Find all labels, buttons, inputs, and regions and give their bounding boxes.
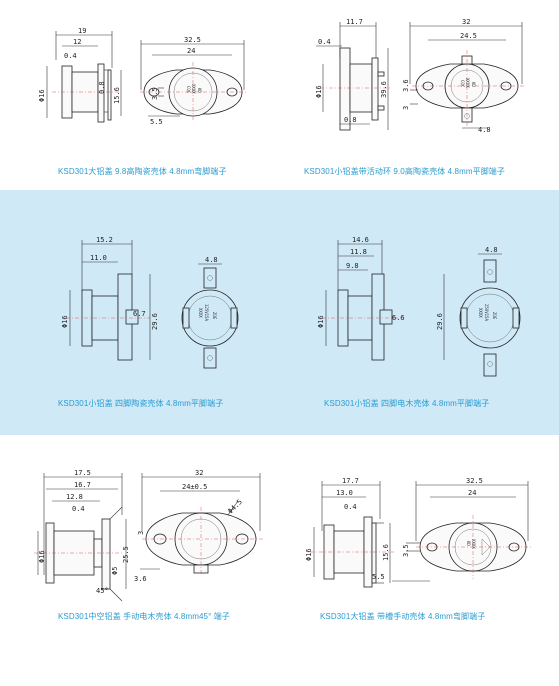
dim-32-5: 32.5 — [184, 36, 201, 44]
drawing-item-3: 15.2 11.0 Φ16 6.7 29.6 4.8 XXXX 125V15A … — [0, 190, 280, 435]
dim-14-6: 14.6 — [352, 236, 369, 244]
dim-0-8: 0.8 — [98, 81, 106, 94]
dim-19: 19 — [78, 27, 86, 35]
dim-13-0: 13.0 — [336, 489, 353, 497]
dim-4-8: 4.8 — [485, 246, 498, 254]
dim-3: 3 — [402, 106, 410, 110]
marking-1: CQC — [460, 80, 465, 88]
drawing-item-4: 14.6 11.8 9.8 Φ16 6.6 29.6 4.8 XXXX 250V… — [280, 190, 559, 435]
dim-3-6: 3.6 — [402, 79, 410, 92]
marking-2: 250V15A — [484, 304, 489, 321]
dim-phi4-5: Φ4.5 — [226, 498, 244, 516]
marking-1: XXXX — [478, 308, 483, 318]
technical-drawing-1: 19 12 0.4 Φ16 0.8 15.6 32.5 24 CQC XXXX … — [38, 27, 248, 126]
dim-24: 24±0.5 — [182, 483, 207, 491]
drawing-item-2: 11.7 0.4 Φ16 39.6 0.8 32 24.5 CQC XXXX — [280, 0, 559, 190]
dim-11-7: 11.7 — [346, 18, 363, 26]
dim-phi16: Φ16 — [305, 548, 313, 561]
dim-29-6: 29.6 — [151, 313, 159, 330]
dim-12-8: 12.8 — [66, 493, 83, 501]
drawing-item-5: 17.5 16.7 12.8 0.4 Φ16 Φ5 25.5 45° 32 24… — [0, 435, 280, 686]
drawing-item-1: 19 12 0.4 Φ16 0.8 15.6 32.5 24 CQC XXXX … — [0, 0, 280, 190]
marking-2: 125V15A — [204, 304, 209, 321]
dim-3-5: 3.5 — [402, 544, 410, 557]
marking-1: CQC — [186, 86, 191, 94]
dim-0-4: 0.4 — [64, 52, 77, 60]
caption-6: KSD301大铝盖 带槽手动壳体 4.8mm弯脚端子 — [320, 612, 486, 621]
marking-3: ZOE — [492, 312, 497, 320]
dim-6-7: 6.7 — [133, 310, 146, 318]
caption-3: KSD301小铝盖 四脚陶瓷壳体 4.8mm平脚端子 — [58, 399, 224, 408]
dim-5-5: 5.5 — [372, 573, 385, 581]
dim-phi16: Φ16 — [38, 89, 46, 102]
dim-29-6: 29.6 — [436, 313, 444, 330]
dim-0-4: 0.4 — [318, 38, 331, 46]
dim-3-6: 3.6 — [134, 575, 147, 583]
dim-24-5: 24.5 — [460, 32, 477, 40]
dim-45deg: 45° — [96, 587, 109, 595]
caption-2: KSD301小铝盖带活动环 9.0高陶瓷壳体 4.8mm平脚端子 — [304, 167, 506, 176]
marking-3: KD — [197, 88, 202, 93]
dim-15-6: 15.6 — [113, 87, 121, 104]
dim-32: 32 — [195, 469, 203, 477]
dim-11-0: 11.0 — [90, 254, 107, 262]
dim-32-5: 32.5 — [466, 477, 483, 485]
dim-phi16: Φ16 — [38, 550, 46, 563]
caption-1: KSD301大铝盖 9.8高陶瓷壳体 4.8mm弯脚端子 — [58, 167, 227, 176]
dim-0-4: 0.4 — [72, 505, 85, 513]
dim-0-8: 0.8 — [344, 116, 357, 124]
dim-3-5: 3.5 — [151, 87, 159, 100]
drawing-item-6: 17.7 13.0 0.4 Φ16 15.6 32.5 24 KD XXXX — [280, 435, 559, 686]
dim-3: 3 — [137, 531, 145, 535]
dim-9-8: 9.8 — [346, 262, 359, 270]
dim-4-8: 4.8 — [205, 256, 218, 264]
dim-4-8: 4.8 — [478, 126, 491, 134]
marking-1: KD — [466, 541, 471, 546]
caption-4: KSD301小铝盖 四脚电木壳体 4.8mm平脚端子 — [324, 399, 490, 408]
dim-24: 24 — [468, 489, 476, 497]
dim-15-6: 15.6 — [382, 544, 390, 561]
marking-2: XXXX — [465, 78, 470, 88]
marking-2: XXXX — [191, 84, 196, 94]
dim-phi16: Φ16 — [61, 315, 69, 328]
marking-3: KD — [471, 82, 476, 87]
dim-15-2: 15.2 — [96, 236, 113, 244]
dim-phi16: Φ16 — [317, 315, 325, 328]
dim-11-8: 11.8 — [350, 248, 367, 256]
technical-drawing-4: 14.6 11.8 9.8 Φ16 6.6 29.6 4.8 XXXX 250V… — [317, 236, 521, 377]
dim-12: 12 — [73, 38, 81, 46]
technical-drawing-2: 11.7 0.4 Φ16 39.6 0.8 32 24.5 CQC XXXX — [315, 18, 526, 134]
marking-1: XXXX — [198, 308, 203, 318]
dim-16-7: 16.7 — [74, 481, 91, 489]
dim-phi5: Φ5 — [111, 567, 119, 575]
technical-drawing-5: 17.5 16.7 12.8 0.4 Φ16 Φ5 25.5 45° 32 24… — [34, 469, 264, 602]
dim-32: 32 — [462, 18, 470, 26]
dim-25-5: 25.5 — [122, 546, 130, 563]
dim-17-7: 17.7 — [342, 477, 359, 485]
dim-6-6: 6.6 — [392, 314, 405, 322]
marking-2: XXXX — [471, 539, 476, 549]
dim-0-4: 0.4 — [344, 503, 357, 511]
technical-drawing-6: 17.7 13.0 0.4 Φ16 15.6 32.5 24 KD XXXX — [305, 477, 532, 588]
marking-3: ZOE — [212, 312, 217, 320]
dim-24: 24 — [187, 47, 195, 55]
dim-phi16: Φ16 — [315, 85, 323, 98]
caption-5: KSD301中空铝盖 手动电木壳体 4.8mm45° 端子 — [58, 612, 230, 621]
dim-17-5: 17.5 — [74, 469, 91, 477]
dim-5-5: 5.5 — [150, 118, 163, 126]
technical-drawing-3: 15.2 11.0 Φ16 6.7 29.6 4.8 XXXX 125V15A … — [61, 236, 239, 369]
dim-39-6: 39.6 — [380, 81, 388, 98]
